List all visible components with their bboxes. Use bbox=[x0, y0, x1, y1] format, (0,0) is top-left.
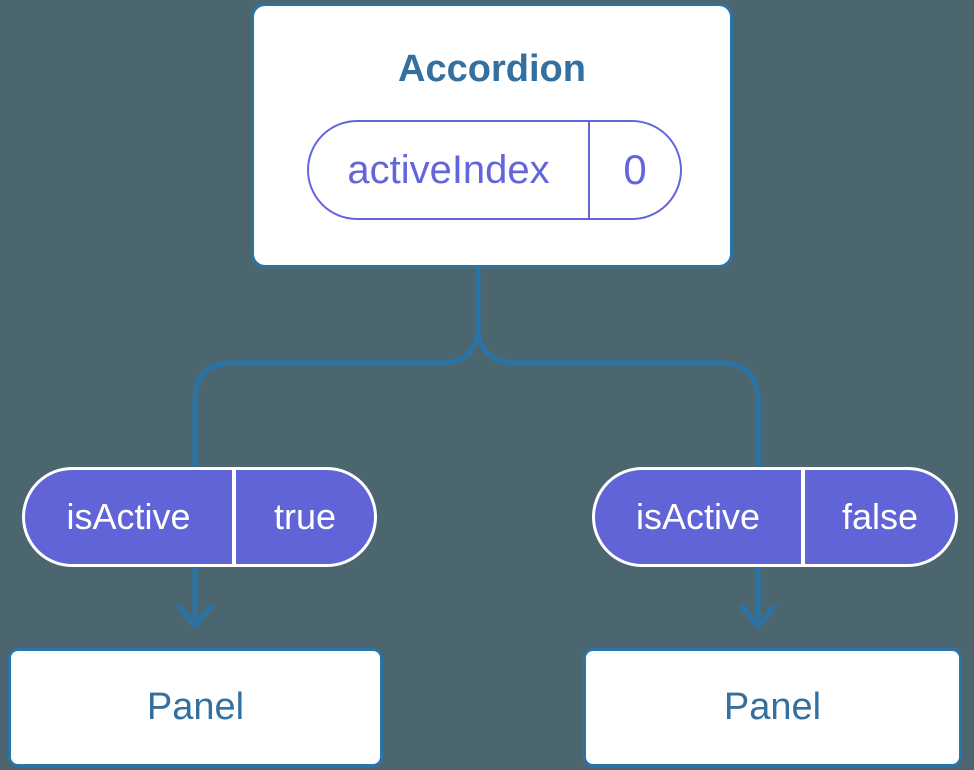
state-value: 0 bbox=[623, 146, 647, 193]
arrow-down-icon-right bbox=[739, 604, 777, 629]
prop-pill-left: isActive true bbox=[22, 467, 377, 567]
panel-node-right: Panel bbox=[583, 648, 962, 767]
prop-name: isActive bbox=[595, 470, 805, 564]
panel-title: Panel bbox=[723, 686, 822, 728]
component-title: Accordion bbox=[398, 48, 586, 90]
state-pill: activeIndex 0 bbox=[307, 120, 682, 220]
prop-pill-right: isActive false bbox=[592, 467, 958, 567]
connector-branch-left bbox=[192, 265, 481, 620]
accordion-component-node: Accordion activeIndex 0 bbox=[251, 3, 733, 268]
prop-value: true bbox=[273, 496, 337, 537]
prop-value: false bbox=[841, 496, 919, 537]
prop-name: isActive bbox=[25, 470, 236, 564]
arrow-down-icon-left bbox=[176, 604, 214, 629]
connector-branch-right bbox=[475, 265, 761, 620]
panel-node-left: Panel bbox=[8, 648, 383, 767]
state-name: activeIndex bbox=[309, 122, 590, 218]
panel-title: Panel bbox=[146, 686, 245, 728]
